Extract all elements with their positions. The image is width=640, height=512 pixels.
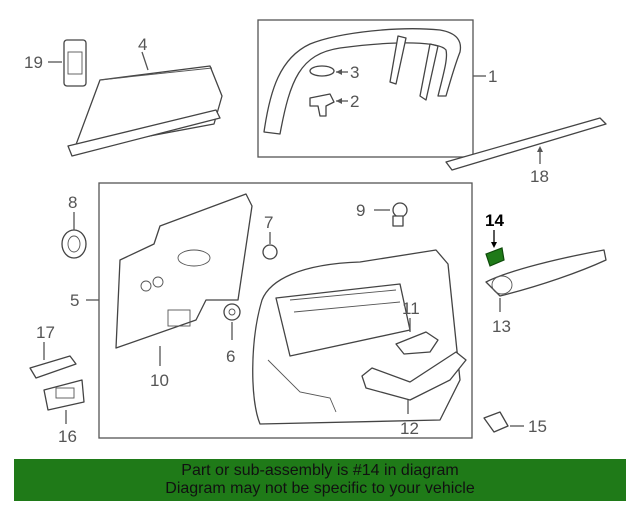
part-13-trim-molding-icon [485, 249, 607, 312]
callout-14: 14 [485, 211, 504, 230]
callout-6: 6 [226, 347, 235, 366]
callout-11: 11 [402, 299, 420, 318]
part-15-reflector-icon [483, 411, 524, 433]
callout-9: 9 [356, 201, 365, 220]
part-4-sunshade-icon [67, 51, 223, 157]
callout-10: 10 [150, 371, 169, 390]
callout-18: 18 [530, 167, 549, 186]
banner-line-2: Diagram may not be specific to your vehi… [165, 480, 475, 497]
callout-12: 12 [400, 419, 419, 438]
callout-3: 3 [350, 63, 359, 82]
info-banner: Part or sub-assembly is #14 in diagram D… [14, 459, 626, 501]
banner-line-1: Part or sub-assembly is #14 in diagram [181, 462, 459, 479]
part-6-push-clip-icon [223, 303, 241, 340]
callout-19: 19 [24, 53, 43, 72]
part-19-switch-icon [48, 39, 87, 87]
callout-5: 5 [70, 291, 79, 310]
part-5-door-trim-panel [86, 182, 473, 439]
part-16-pull-cup-icon [43, 379, 85, 424]
callout-13: 13 [492, 317, 511, 336]
part-12-armrest-icon [361, 351, 467, 414]
callout-4: 4 [138, 35, 147, 54]
callout-16: 16 [58, 427, 77, 446]
part-7-push-clip-icon [262, 232, 278, 260]
part-17-cover-icon [29, 342, 77, 379]
part-1-window-frame-trim [257, 19, 486, 158]
callout-7: 7 [264, 213, 273, 232]
part-10-water-shield-icon [115, 193, 253, 366]
callout-8: 8 [68, 193, 77, 212]
part-8-speaker-housing-icon [61, 212, 87, 259]
callout-15: 15 [528, 417, 547, 436]
part-3-grommet-icon [309, 65, 348, 77]
part-9-retainer-icon [374, 202, 408, 227]
callout-2: 2 [350, 92, 359, 111]
part-2-clip-icon [309, 93, 348, 117]
callout-1: 1 [488, 67, 497, 86]
part-14-switch-insert-icon [485, 230, 505, 267]
callout-17: 17 [36, 323, 55, 342]
part-11-handle-bezel-icon [395, 318, 439, 355]
part-18-sill-molding-icon [445, 117, 607, 171]
